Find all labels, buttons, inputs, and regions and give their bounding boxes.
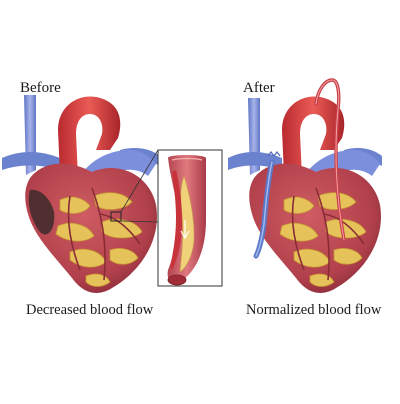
pulmonary-vein-after — [228, 152, 282, 170]
aorta-after — [282, 96, 345, 176]
pulmonary-vein-before — [2, 152, 60, 170]
vein-graft-highlight — [255, 161, 273, 257]
graft-suture-icon — [267, 151, 281, 157]
heart-after — [228, 78, 382, 293]
heart-before — [2, 95, 160, 293]
arterial-graft-highlight — [315, 79, 345, 241]
blood-lumen — [170, 170, 182, 270]
artery-callout — [157, 149, 223, 287]
artery-highlight — [171, 157, 203, 161]
damaged-area-before — [28, 189, 55, 235]
coronary-arteries-before — [67, 187, 141, 281]
label-before: Before — [20, 80, 61, 96]
flow-arrow-icon — [180, 220, 190, 240]
caption-decreased-flow: Decreased blood flow — [26, 302, 154, 318]
artery-opening — [167, 274, 187, 286]
coronary-arteries-after — [291, 187, 365, 281]
blockage-marker-box — [110, 211, 122, 222]
label-after: After — [243, 80, 275, 96]
aorta-before — [58, 96, 121, 176]
caption-normalized-flow: Normalized blood flow — [246, 302, 382, 318]
callout-lines — [120, 149, 159, 223]
fat-deposits-before — [55, 192, 143, 287]
